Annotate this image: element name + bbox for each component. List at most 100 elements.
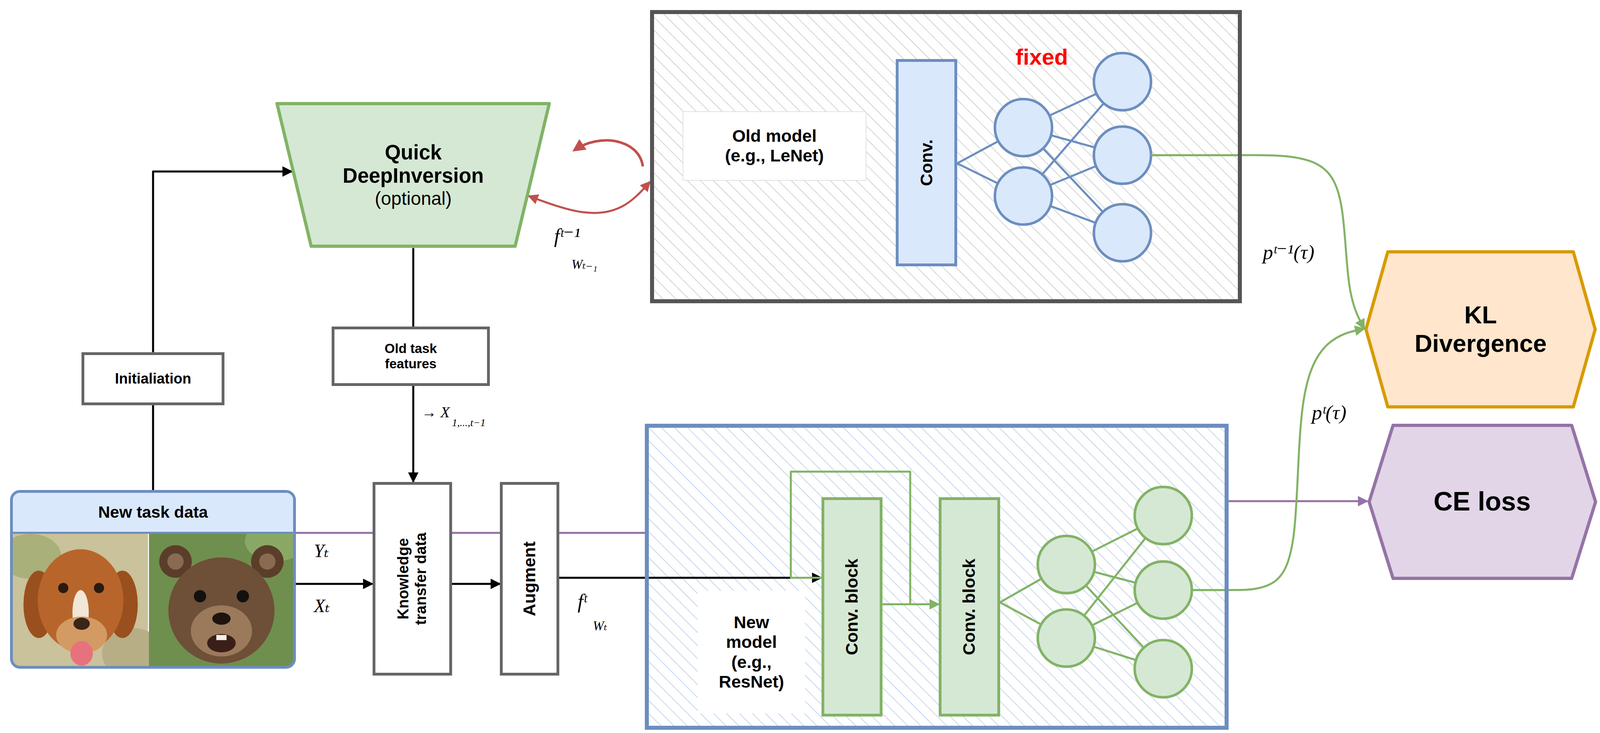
connector-arrow — [295, 531, 645, 534]
math-label-box: fᵗ — [577, 589, 587, 613]
old-model-frame: Old model (e.g., LeNet) — [682, 111, 867, 181]
node-label: Knowledge transfer data — [394, 518, 430, 639]
connector-arrow — [1241, 154, 1365, 329]
node-label: (optional) — [374, 187, 452, 210]
edge-label-box: Yₜ — [312, 540, 331, 562]
quokka-photo — [190, 605, 252, 657]
edge-label: Xₜ — [312, 595, 332, 617]
math-label: fᵗ — [577, 589, 587, 613]
quick-deepinversion-trapezoid: Quick DeepInversion(optional) — [275, 101, 551, 248]
initialization-box: Initialiation — [81, 352, 225, 406]
ce-loss-hexagon: CE loss — [1433, 486, 1531, 517]
output-leads — [1151, 154, 1242, 157]
node-label: Old model (e.g., LeNet) — [716, 126, 833, 166]
edge-label: Yₜ — [312, 540, 331, 562]
quick-deepinversion-trapezoid: Quick DeepInversion — [320, 140, 506, 188]
new-model-frame: New model (e.g., ResNet) — [697, 590, 806, 714]
conv-layer: Conv. — [895, 59, 957, 267]
edge-label: pᵗ⁻¹(τ) — [1261, 240, 1317, 264]
node-label: Quick DeepInversion — [320, 140, 506, 188]
connector-arrow — [452, 582, 500, 585]
new-task-data-panel: New task data — [12, 492, 294, 534]
old-model-frame: fixedOld model (e.g., LeNet) Conv. — [650, 10, 1242, 303]
quokka-photo — [259, 553, 276, 570]
shape-outline — [1365, 251, 1596, 407]
node-label: Conv. block — [959, 558, 980, 656]
edge-label-box: pᵗ(τ) — [1310, 401, 1348, 424]
quokka-photo — [167, 553, 184, 570]
edge-label-box: pᵗ⁻¹(τ) — [1261, 240, 1317, 264]
old-task-features-box: Old task features — [366, 340, 455, 372]
quokka-photo — [216, 634, 227, 640]
old-model-frame: fixed — [985, 28, 1099, 86]
new-model-frame: New model (e.g., ResNet) Conv. block Conv.… — [644, 423, 1229, 730]
dog-photo — [73, 617, 90, 630]
node-label: Conv. block — [841, 558, 862, 656]
dog-photo — [12, 529, 164, 667]
new-neurons — [1037, 609, 1095, 667]
edge-label-box: Xₜ — [312, 595, 332, 617]
old-neurons — [1093, 126, 1151, 184]
math-label: 1,...,t−1 — [452, 417, 486, 429]
output-leads — [1191, 589, 1229, 592]
quokka-photo — [148, 529, 294, 667]
math-label: → X — [421, 403, 451, 421]
math-label-box: fᵗ⁻¹ — [554, 224, 581, 247]
initialization-box: Initialiation — [114, 370, 192, 387]
connector-arrow — [152, 405, 155, 490]
quokka-photo — [212, 612, 231, 625]
augment-box: Augment — [499, 481, 559, 676]
new-neurons — [1134, 486, 1192, 544]
augment-box: Augment — [519, 490, 540, 667]
conv-block: Conv. block — [959, 506, 980, 708]
ce-loss-hexagon: CE loss — [1367, 423, 1598, 580]
quokka-photo — [207, 633, 236, 653]
connector-arrow — [412, 248, 415, 327]
connector-arrow — [295, 582, 373, 585]
node-label: Augment — [519, 541, 540, 616]
dog-photo — [93, 582, 104, 593]
conv-block: Conv. block — [821, 497, 883, 717]
new-neurons — [1037, 486, 1193, 698]
shape-outline — [1369, 425, 1596, 579]
node-label: Initialiation — [114, 370, 192, 387]
node-label: fixed — [1015, 44, 1069, 70]
connector-arrow — [528, 181, 650, 213]
conv-block: Conv. block — [841, 506, 862, 708]
connector-arrow — [412, 385, 415, 482]
old-neurons — [994, 167, 1052, 225]
new-neurons — [1037, 535, 1095, 593]
connector-arrow — [152, 171, 292, 353]
connector-arrow — [1228, 328, 1365, 590]
node-label: KL Divergence — [1402, 300, 1560, 357]
quokka-photo — [236, 589, 249, 603]
new-neurons — [1134, 640, 1192, 698]
quokka-photo — [193, 589, 206, 603]
kl-divergence-hexagon: KL Divergence — [1364, 250, 1597, 409]
connector-arrow — [1228, 499, 1368, 502]
hatch-fill — [650, 10, 1242, 303]
math-label-box: 1,...,t−1 — [452, 417, 486, 429]
new-neurons — [1134, 561, 1192, 619]
quokka-photo — [148, 529, 294, 667]
old-neurons — [1093, 203, 1151, 261]
old-neurons — [1093, 52, 1151, 111]
math-label: Wₜ — [593, 618, 608, 633]
old-neurons — [994, 52, 1152, 262]
dog-photo — [70, 640, 93, 666]
math-label-box: → X — [421, 403, 451, 421]
knowledge-transfer-box: Knowledge transfer data — [394, 518, 430, 639]
old-neurons — [994, 99, 1052, 157]
hatch-fill — [644, 10, 1242, 730]
node-label: CE loss — [1433, 486, 1531, 517]
hexagon-outline — [1364, 250, 1597, 409]
new-task-data-panel: New task data — [10, 489, 296, 669]
node-label: Conv. — [916, 139, 937, 186]
knowledge-transfer-box: Knowledge transfer data — [372, 481, 453, 676]
conv-layer: Conv. — [916, 70, 937, 255]
kl-divergence-hexagon: KL Divergence — [1402, 300, 1560, 357]
math-label-box: Wₜ — [593, 618, 608, 633]
quick-deepinversion-trapezoid: (optional) — [374, 187, 452, 210]
math-label: fᵗ⁻¹ — [554, 224, 581, 247]
